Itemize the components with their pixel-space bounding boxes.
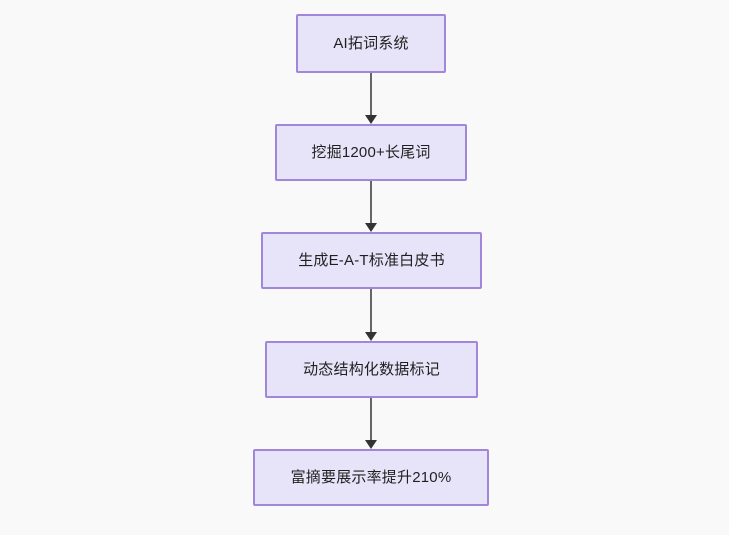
flow-node-n3[interactable]: 生成E-A-T标准白皮书 bbox=[261, 232, 482, 289]
flow-node-label: 富摘要展示率提升210% bbox=[290, 469, 452, 486]
arrowhead-icon bbox=[365, 223, 377, 232]
flow-node-label: AI拓词系统 bbox=[333, 35, 409, 52]
flow-edge bbox=[361, 73, 381, 124]
arrowhead-icon bbox=[365, 115, 377, 124]
flow-node-n5[interactable]: 富摘要展示率提升210% bbox=[253, 449, 489, 506]
flow-node-n1[interactable]: AI拓词系统 bbox=[296, 14, 446, 73]
flow-node-n2[interactable]: 挖掘1200+长尾词 bbox=[275, 124, 467, 181]
flow-edge bbox=[361, 181, 381, 232]
flow-node-n4[interactable]: 动态结构化数据标记 bbox=[265, 341, 478, 398]
arrowhead-icon bbox=[365, 332, 377, 341]
flow-edge bbox=[361, 289, 381, 341]
flow-node-label: 生成E-A-T标准白皮书 bbox=[298, 252, 445, 269]
flow-edge bbox=[361, 398, 381, 449]
flow-node-label: 挖掘1200+长尾词 bbox=[311, 144, 431, 161]
flow-node-label: 动态结构化数据标记 bbox=[303, 361, 440, 378]
arrowhead-icon bbox=[365, 440, 377, 449]
